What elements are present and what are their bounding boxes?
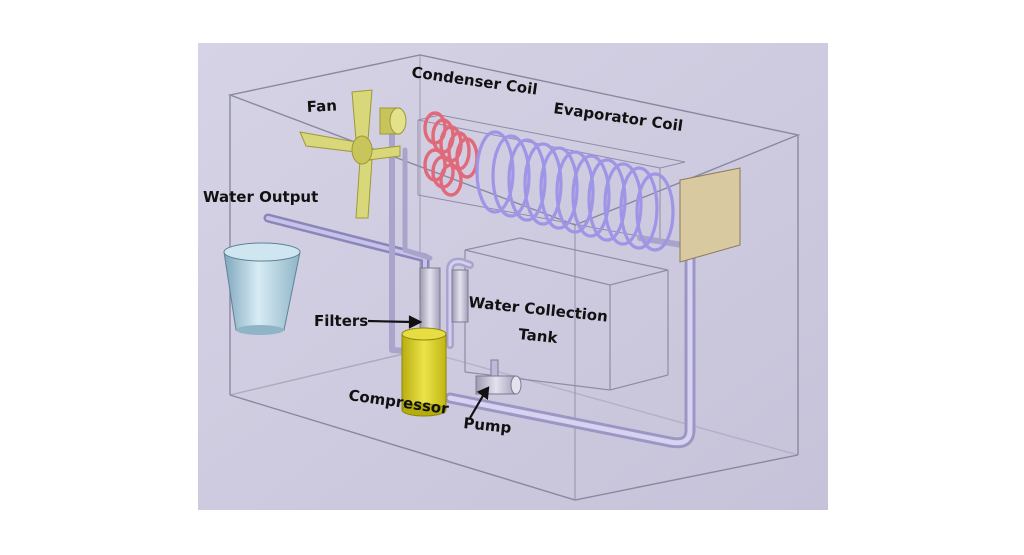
compressor: [401, 327, 447, 417]
filters: [419, 267, 469, 335]
fan: [299, 89, 407, 219]
water-cup: [223, 242, 301, 335]
condenser-coil: [423, 111, 479, 197]
filters-arrow: [367, 319, 413, 324]
label-filters: Filters: [314, 312, 368, 330]
leader-arrows: [367, 315, 490, 419]
label-fan: Fan: [306, 96, 337, 116]
end-panel: [679, 167, 741, 263]
label-water-output: Water Output: [203, 188, 318, 206]
label-pump: Pump: [463, 414, 513, 437]
evaporator-coil: [475, 130, 675, 252]
label-water-collection-tank-line2: Tank: [518, 325, 560, 347]
pump-arrow: [469, 393, 485, 419]
diagram-background: [198, 43, 828, 510]
